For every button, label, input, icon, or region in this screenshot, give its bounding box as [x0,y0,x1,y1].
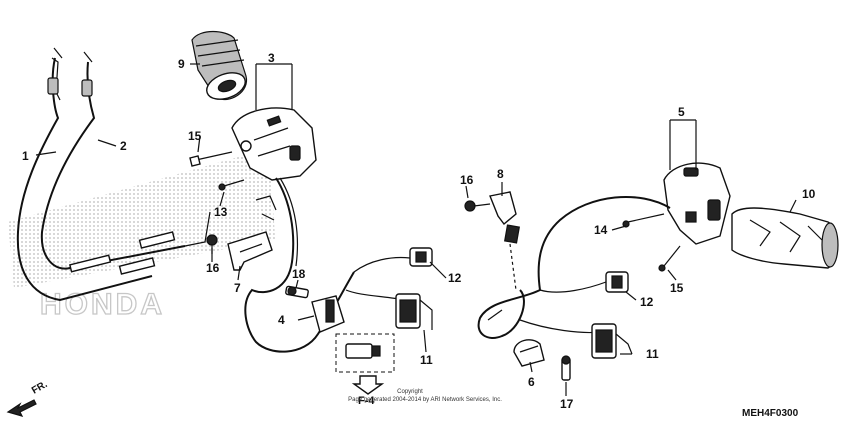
front-arrow-icon [6,399,37,417]
bracket-7[interactable] [227,231,273,271]
honda-watermark: HONDA [8,148,275,322]
callout-1: 1 [22,149,29,163]
callout-6: 6 [528,375,535,389]
callout-14: 14 [594,223,608,237]
callout-16-left: 16 [206,261,220,275]
callout-12-left: 12 [448,271,462,285]
screw-15-left[interactable] [189,151,233,167]
right-connectors[interactable] [591,271,633,359]
bracket-8[interactable] [489,191,520,291]
callout-11-left: 11 [420,353,433,367]
callout-15-left: 15 [188,129,202,143]
screw-15-right[interactable] [658,245,681,272]
diagram-code: MEH4F0300 [742,408,799,419]
callout-17: 17 [560,397,574,411]
callout-12-right: 12 [640,295,654,309]
bolt-17[interactable] [561,355,571,381]
callout-2: 2 [120,139,127,153]
callout-16-right: 16 [460,173,474,187]
callout-4: 4 [278,313,285,327]
left-switch-housing[interactable] [231,107,317,181]
throttle-grip[interactable] [191,30,249,105]
reference-box [335,333,395,395]
callout-labels: 1 2 3 4 5 6 7 8 9 10 11 11 12 12 13 14 1… [22,51,816,411]
bolt-16-right[interactable] [464,200,491,212]
callout-5: 5 [678,105,685,119]
copyright-line-2: Page generated 2004-2014 by ARI Network … [348,397,502,403]
screw-13[interactable] [218,179,245,191]
callout-8: 8 [497,167,504,181]
screw-14[interactable] [622,213,665,228]
right-grip[interactable] [731,207,839,269]
callout-3: 3 [268,51,275,65]
copyright-line-1: Copyright [397,389,423,395]
callout-18: 18 [292,267,306,281]
bolt-18[interactable] [285,285,309,299]
cable-adjusters [69,231,176,275]
watermark-text: HONDA [40,288,165,321]
callout-leaders [35,63,797,396]
callout-10: 10 [802,187,816,201]
throttle-cable-1[interactable] [16,47,153,302]
left-connectors[interactable] [395,247,433,330]
bracket-4[interactable] [311,295,345,333]
callout-15-right: 15 [670,281,684,295]
front-label: FR. [30,379,50,397]
right-switch-housing[interactable] [663,162,731,245]
reference-label: F-4 [358,395,375,407]
callout-11-right: 11 [646,347,659,361]
callout-9: 9 [178,57,185,71]
throttle-cable-2[interactable] [40,51,211,270]
callout-7: 7 [234,281,241,295]
callout-13: 13 [214,205,228,219]
clamp-6[interactable] [513,339,545,367]
